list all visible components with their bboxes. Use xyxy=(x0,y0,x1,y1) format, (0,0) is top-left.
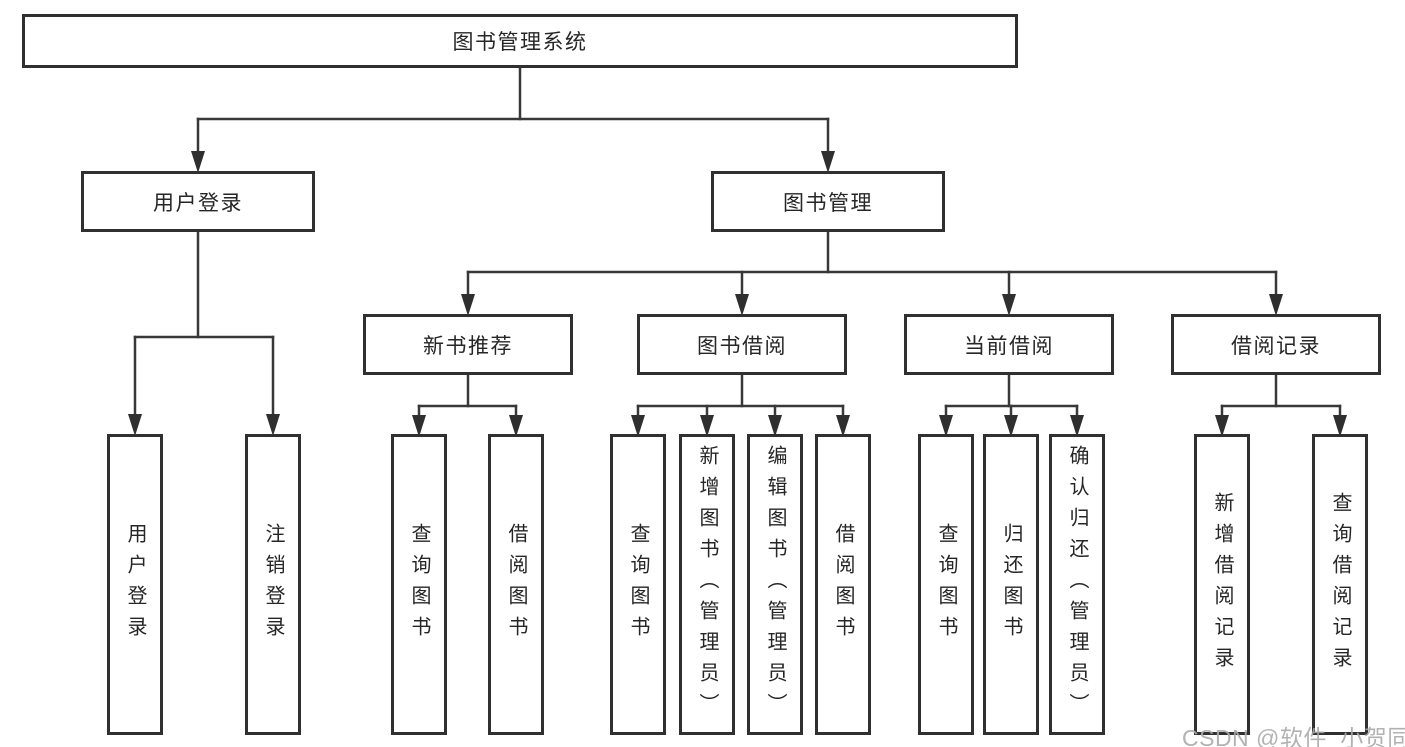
leaf-nbr-borrow-books: 借阅图书 xyxy=(488,434,544,735)
node-book-borrow: 图书借阅 xyxy=(637,314,847,375)
node-borrow-records-label: 借阅记录 xyxy=(1231,334,1321,358)
node-root-label: 图书管理系统 xyxy=(452,31,588,54)
leaf-bb-borrow-books: 借阅图书 xyxy=(815,434,871,735)
leaf-br-add-record-label: 新增借阅记录 xyxy=(1211,491,1233,678)
node-user-login-label: 用户登录 xyxy=(153,191,243,215)
node-root-library-management-system: 图书管理系统 xyxy=(22,14,1018,68)
leaf-bb-borrow-books-label: 借阅图书 xyxy=(832,522,854,647)
node-new-book-recommend-label: 新书推荐 xyxy=(423,334,513,358)
arrowheads xyxy=(128,151,1347,437)
leaf-cb-query-books-label: 查询图书 xyxy=(935,522,957,647)
leaf-nbr-query-books: 查询图书 xyxy=(391,434,447,735)
leaf-cb-return-books-label: 归还图书 xyxy=(1000,522,1022,647)
node-borrow-records: 借阅记录 xyxy=(1171,314,1381,375)
node-current-borrow-label: 当前借阅 xyxy=(964,334,1054,358)
leaf-bb-query-books: 查询图书 xyxy=(610,434,666,735)
node-book-management: 图书管理 xyxy=(711,171,945,232)
node-new-book-recommend: 新书推荐 xyxy=(363,314,573,375)
leaf-bb-add-books-admin-label: 新增图书（管理员） xyxy=(696,445,718,724)
leaf-cb-confirm-return-admin: 确认归还（管理员） xyxy=(1049,434,1105,735)
csdn-watermark: CSDN @软件_小贺同学 xyxy=(1182,725,1405,747)
leaf-bb-query-books-label: 查询图书 xyxy=(627,522,649,647)
leaf-cb-confirm-return-admin-label: 确认归还（管理员） xyxy=(1066,445,1088,724)
leaf-user-login-label: 用户登录 xyxy=(124,522,146,647)
leaf-bb-edit-books-admin-label: 编辑图书（管理员） xyxy=(764,445,786,724)
leaf-logout: 注销登录 xyxy=(245,434,301,735)
leaf-logout-label: 注销登录 xyxy=(262,522,284,647)
leaf-nbr-borrow-books-label: 借阅图书 xyxy=(505,522,527,647)
leaf-bb-edit-books-admin: 编辑图书（管理员） xyxy=(747,434,803,735)
leaf-br-query-record-label: 查询借阅记录 xyxy=(1329,491,1351,678)
leaf-bb-add-books-admin: 新增图书（管理员） xyxy=(679,434,735,735)
node-book-management-label: 图书管理 xyxy=(783,191,873,215)
leaf-user-login: 用户登录 xyxy=(107,434,163,735)
leaf-cb-return-books: 归还图书 xyxy=(983,434,1039,735)
leaf-nbr-query-books-label: 查询图书 xyxy=(408,522,430,647)
node-current-borrow: 当前借阅 xyxy=(904,314,1114,375)
leaf-br-add-record: 新增借阅记录 xyxy=(1194,434,1250,735)
leaf-br-query-record: 查询借阅记录 xyxy=(1312,434,1368,735)
leaf-cb-query-books: 查询图书 xyxy=(918,434,974,735)
node-book-borrow-label: 图书借阅 xyxy=(697,334,787,358)
node-user-login: 用户登录 xyxy=(81,171,315,232)
